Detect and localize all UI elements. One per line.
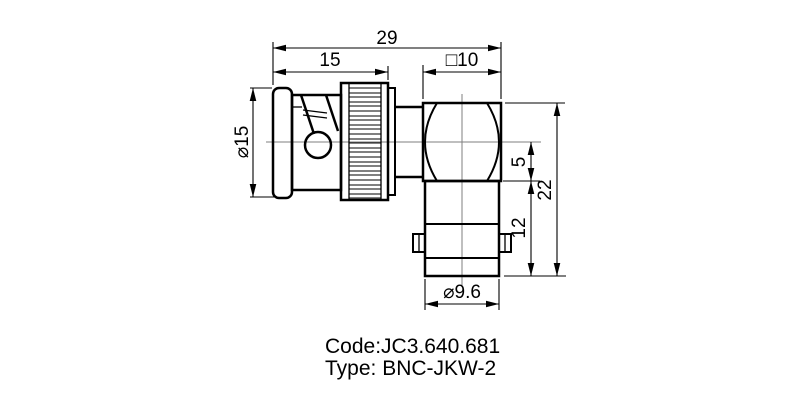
dim-label-axis-offset: 5: [509, 157, 530, 168]
knurled-coupling-nut: [339, 81, 396, 202]
dim-front-diameter: ⌀15: [232, 87, 277, 198]
square-body-turned-arcs: [424, 102, 500, 182]
bayonet-lug-right: [498, 233, 512, 253]
dimensions: 29 15 □10 ⌀15 5: [232, 28, 566, 310]
dim-label-total-length: 29: [376, 28, 397, 49]
part-info: Code:JC3.640.681 Type: BNC-JKW-2: [325, 336, 500, 379]
connector-neck: [395, 105, 423, 179]
dim-axis-offset: 5: [503, 142, 540, 182]
dim-label-square-width: □10: [446, 50, 479, 71]
plug-front-flange: [271, 86, 294, 200]
centerlines: [266, 94, 541, 285]
nut-end-ring: [387, 87, 396, 196]
dim-label-front-diameter: ⌀15: [232, 126, 253, 159]
bayonet-lug-left: [412, 233, 426, 253]
part-type: Type: BNC-JKW-2: [325, 356, 497, 380]
dim-body-height: 22: [505, 102, 565, 276]
bayonet-slot-hole: [303, 130, 333, 160]
dim-label-body-height: 22: [535, 179, 556, 200]
knurl-ridges: [349, 87, 381, 199]
dim-bottom-diameter: ⌀9.6: [424, 279, 500, 310]
part-code: Code:JC3.640.681: [325, 335, 501, 358]
bayonet-slot: [299, 94, 340, 160]
dim-lower-height: 12: [504, 181, 566, 277]
dim-label-bottom-diameter: ⌀9.6: [443, 282, 481, 303]
bnc-connector-body: [271, 81, 512, 278]
dim-total-length: 29: [272, 28, 502, 99]
dim-nut-length: 15: [273, 50, 389, 80]
dim-square-width: □10: [422, 50, 501, 99]
dim-label-nut-length: 15: [319, 50, 340, 71]
bottom-jack-body: [412, 179, 512, 278]
dim-label-lower-height: 12: [509, 217, 530, 238]
